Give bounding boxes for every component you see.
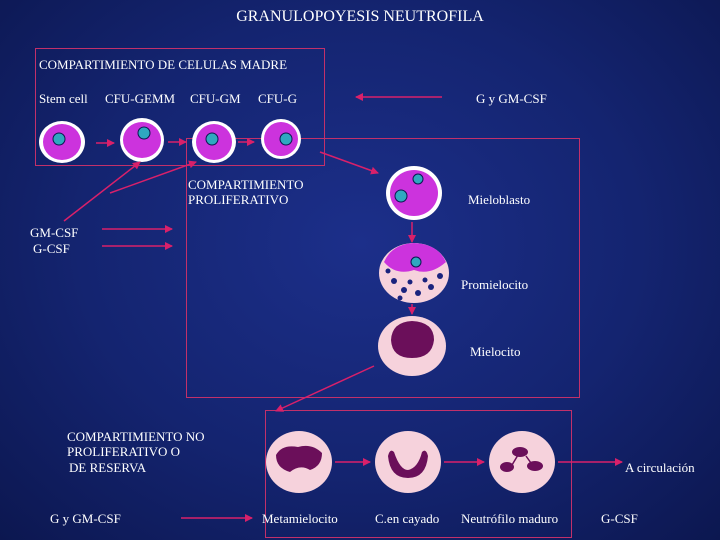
stem-cell-icon bbox=[39, 121, 85, 163]
cfu-gemm-label: CFU-GEMM bbox=[105, 91, 176, 106]
proliferative-compartment-box bbox=[186, 138, 580, 398]
cayado-label: C.en cayado bbox=[375, 511, 440, 526]
proliferative-factor-line1: GM-CSF bbox=[30, 225, 79, 240]
diagram-title: GRANULOPOYESIS NEUTROFILA bbox=[236, 8, 484, 25]
proliferative-factor-line2: G-CSF bbox=[33, 241, 70, 256]
mieloblasto-cell-icon bbox=[386, 166, 442, 220]
metamielocito-cell-icon bbox=[266, 431, 332, 493]
cfu-g-cell-icon bbox=[261, 119, 301, 159]
promielocito-label: Promielocito bbox=[461, 277, 529, 292]
reserve-heading-line2: PROLIFERATIVO O bbox=[67, 444, 181, 459]
cfu-gm-cell-icon bbox=[192, 121, 236, 163]
stem-compartment-heading: COMPARTIMIENTO DE CELULAS MADRE bbox=[39, 57, 288, 72]
circulation-label: A circulación bbox=[625, 460, 695, 475]
cfu-g-label: CFU-G bbox=[258, 91, 298, 106]
neutrofilo-cell-icon bbox=[489, 431, 555, 493]
proliferative-heading-line2: PROLIFERATIVO bbox=[188, 192, 289, 207]
stem-factor-label: G y GM-CSF bbox=[476, 91, 547, 106]
promielocito-cell-icon bbox=[379, 243, 449, 303]
metamielocito-label: Metamielocito bbox=[262, 511, 338, 526]
reserve-factor-right: G-CSF bbox=[601, 511, 638, 526]
cayado-cell-icon bbox=[375, 431, 441, 493]
mielocito-label: Mielocito bbox=[470, 344, 521, 359]
reserve-heading-line3: DE RESERVA bbox=[69, 460, 147, 475]
neutrofilo-label: Neutrófilo maduro bbox=[461, 511, 559, 526]
cfu-gemm-cell-icon bbox=[120, 118, 164, 162]
reserve-compartment-box bbox=[265, 410, 572, 538]
mieloblasto-label: Mieloblasto bbox=[468, 192, 531, 207]
cfu-gm-label: CFU-GM bbox=[190, 91, 241, 106]
stem-compartment-box bbox=[35, 48, 325, 166]
reserve-heading-line1: COMPARTIMIENTO NO bbox=[67, 429, 205, 444]
reserve-factor-left: G y GM-CSF bbox=[50, 511, 121, 526]
proliferative-heading-line1: COMPARTIMIENTO bbox=[188, 177, 304, 192]
mielocito-cell-icon bbox=[378, 316, 446, 376]
stem-cell-label: Stem cell bbox=[39, 91, 88, 106]
